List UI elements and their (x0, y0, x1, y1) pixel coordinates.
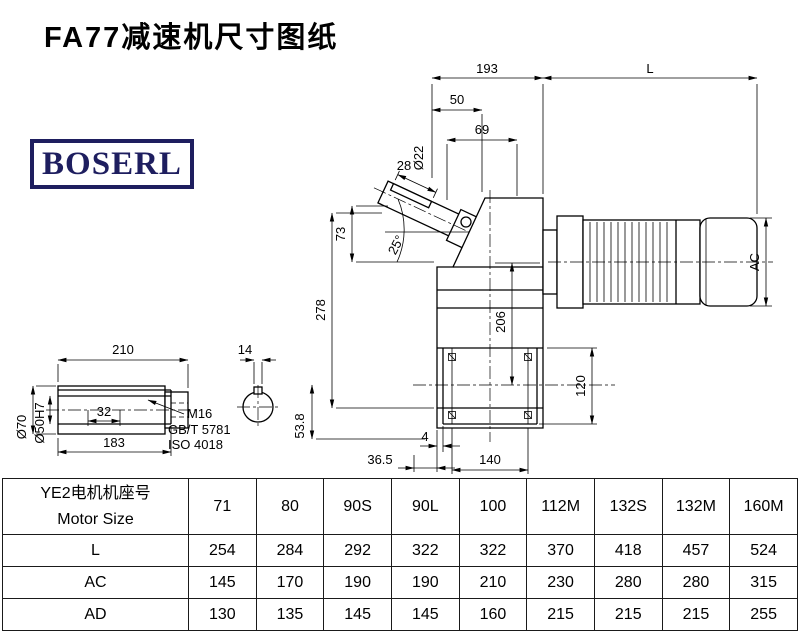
dim-69: 69 (475, 122, 489, 137)
dim-183: 183 (103, 435, 125, 450)
cell: 284 (255, 534, 325, 567)
col-header: 90L (390, 478, 460, 535)
row-label: AC (2, 566, 189, 599)
cell: 254 (188, 534, 257, 567)
col-header: 132M (661, 478, 731, 535)
cell: 457 (661, 534, 731, 567)
dim-193: 193 (476, 61, 498, 76)
cell: 190 (390, 566, 460, 599)
table-row-L: L 254 284 292 322 322 370 418 457 524 (2, 534, 798, 567)
cell: 524 (729, 534, 798, 567)
dim-53-8: 53.8 (292, 413, 307, 438)
dim-32: 32 (97, 404, 111, 419)
col-header: 90S (323, 478, 392, 535)
label-gbt5781: GB/T 5781 (168, 422, 231, 437)
cell: 130 (188, 598, 257, 631)
motor-size-header: YE2电机机座号 Motor Size (2, 478, 189, 535)
cell: 230 (526, 566, 595, 599)
col-header: 160M (729, 478, 798, 535)
label-m16: M16 (187, 406, 212, 421)
flange-bolts (448, 353, 532, 419)
label-iso4018: ISO 4018 (168, 437, 223, 452)
cell: 135 (255, 598, 325, 631)
cell: 145 (323, 598, 392, 631)
cell: 280 (593, 566, 663, 599)
col-header: 71 (188, 478, 257, 535)
table-header-row: YE2电机机座号 Motor Size 71 80 90S 90L 100 11… (2, 478, 798, 535)
dim-120: 120 (573, 375, 588, 397)
dim-210: 210 (112, 342, 134, 357)
cell: 210 (458, 566, 528, 599)
dim-28: 28 (397, 158, 411, 173)
motor-size-header-cn: YE2电机机座号 (40, 484, 151, 502)
cell: 145 (188, 566, 257, 599)
cell: 215 (661, 598, 731, 631)
row-label: AD (2, 598, 189, 631)
cell: 255 (729, 598, 798, 631)
dim-L: L (646, 61, 653, 76)
dim-14: 14 (238, 342, 252, 357)
cell: 292 (323, 534, 392, 567)
cell: 190 (323, 566, 392, 599)
size-table: YE2电机机座号 Motor Size 71 80 90S 90L 100 11… (2, 478, 798, 631)
col-header: 132S (593, 478, 663, 535)
row-label: L (2, 534, 189, 567)
dim-50: 50 (450, 92, 464, 107)
cell: 322 (390, 534, 460, 567)
cell: 322 (458, 534, 528, 567)
dim-d70: Ø70 (14, 415, 29, 440)
extension-lines (36, 84, 772, 474)
dim-AC: AC (747, 253, 762, 271)
cell: 160 (458, 598, 528, 631)
cell: 370 (526, 534, 595, 567)
cell: 315 (729, 566, 798, 599)
page-title: FA77减速机尺寸图纸 (44, 22, 339, 54)
dim-36-5: 36.5 (367, 452, 392, 467)
input-shaft (373, 170, 482, 249)
dim-4: 4 (421, 429, 428, 444)
table-row-AD: AD 130 135 145 145 160 215 215 215 255 (2, 598, 798, 631)
col-header: 112M (526, 478, 595, 535)
cell: 280 (661, 566, 731, 599)
dim-278: 278 (313, 299, 328, 321)
table-row-AC: AC 145 170 190 190 210 230 280 280 315 (2, 566, 798, 599)
lifting-hole (460, 216, 472, 228)
dim-206: 206 (493, 311, 508, 333)
dimension-drawing: 193 L 50 69 Ø22 28 25° 73 278 53.8 206 A… (14, 61, 773, 474)
cell: 215 (526, 598, 595, 631)
cell: 170 (255, 566, 325, 599)
dim-140: 140 (479, 452, 501, 467)
col-header: 100 (458, 478, 528, 535)
brand-logo: BOSERL (30, 139, 194, 189)
col-header: 80 (255, 478, 325, 535)
cell: 145 (390, 598, 460, 631)
motor-size-header-en: Motor Size (57, 510, 134, 528)
dimension-lines (30, 75, 769, 473)
cell: 418 (593, 534, 663, 567)
cell: 215 (593, 598, 663, 631)
dim-73: 73 (333, 227, 348, 241)
dim-d22: Ø22 (411, 146, 426, 171)
dim-d50h7: Ø50H7 (32, 402, 47, 443)
m16-leader (147, 399, 185, 415)
